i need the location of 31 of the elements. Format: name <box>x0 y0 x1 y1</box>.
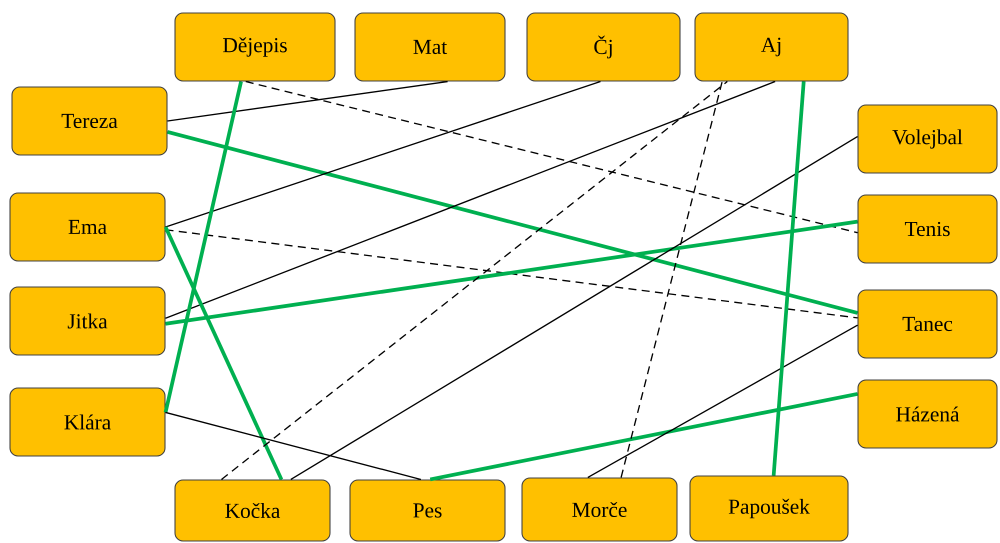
label-box: Kočka <box>174 479 331 542</box>
connector-line <box>165 220 858 326</box>
connector-line <box>246 80 858 234</box>
label-box: Morče <box>521 477 678 542</box>
connector-line <box>167 130 858 315</box>
label-box: Pes <box>349 479 506 542</box>
label-box: Tanec <box>857 289 998 359</box>
label-box: Klára <box>9 387 166 457</box>
connector-line <box>430 392 858 482</box>
label-box: Mat <box>354 12 506 82</box>
connector-line <box>290 136 858 480</box>
connector-line <box>164 81 243 413</box>
connector-line <box>620 81 723 478</box>
label-box: Házená <box>857 379 998 449</box>
connector-line <box>221 81 728 480</box>
connector-line <box>772 81 806 476</box>
connector-line <box>165 80 776 319</box>
label-box: Ema <box>9 192 166 262</box>
connector-line <box>588 324 858 478</box>
label-box: Aj <box>694 12 849 82</box>
connector-line <box>165 412 422 480</box>
connector-line <box>167 80 448 122</box>
label-box: Volejbal <box>857 104 998 174</box>
connector-line <box>165 80 601 228</box>
label-box: Tereza <box>11 86 168 156</box>
label-box: Jitka <box>9 286 166 356</box>
connector-line <box>164 226 284 480</box>
label-box: Papoušek <box>689 475 849 542</box>
label-box: Dějepis <box>174 12 336 82</box>
label-box: Čj <box>526 12 681 82</box>
label-box: Tenis <box>857 194 998 264</box>
